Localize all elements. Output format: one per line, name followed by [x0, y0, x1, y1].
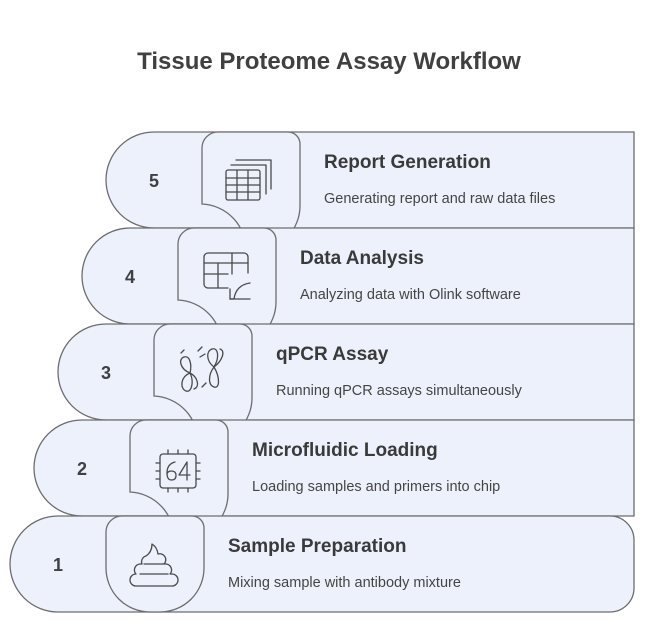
step-2-description: Loading samples and primers into chip [252, 479, 500, 495]
step-2-number: 2 [77, 459, 87, 479]
step-2: 2 Microfluidic Loading Loading samples a… [33, 419, 635, 539]
step-4-description: Analyzing data with Olink software [300, 287, 521, 303]
step-2-title: Microfluidic Loading [252, 440, 438, 461]
step-2-pill [33, 419, 635, 517]
step-1-title: Sample Preparation [228, 536, 406, 557]
step-1-description: Mixing sample with antibody mixture [228, 575, 461, 591]
step-1-pill [9, 515, 635, 613]
step-3: 3 qPCR Assay Running qPCR assays simulta… [57, 323, 635, 443]
sample-icon [129, 543, 179, 587]
step-3-number: 3 [101, 363, 111, 383]
report-files-icon [225, 159, 272, 201]
step-5-number: 5 [149, 171, 159, 191]
step-5-description: Generating report and raw data files [324, 191, 555, 207]
step-3-pill [57, 323, 635, 421]
step-1-number: 1 [53, 555, 63, 575]
step-3-description: Running qPCR assays simultaneously [276, 383, 523, 399]
step-5: 5 Report Generation Generating report an… [105, 131, 635, 251]
step-5-pill [105, 131, 635, 229]
step-4-number: 4 [125, 267, 135, 287]
step-4-pill [81, 227, 635, 325]
step-1: 1 Sample Preparation Mixing sample with … [9, 515, 635, 613]
step-3-title: qPCR Assay [276, 344, 389, 365]
step-4-title: Data Analysis [300, 248, 424, 269]
chip-64-icon [155, 449, 201, 493]
propeller-icon [179, 346, 224, 392]
step-5-title: Report Generation [324, 152, 491, 173]
analytics-table-icon [203, 252, 251, 300]
diagram-title: Tissue Proteome Assay Workflow [137, 48, 521, 75]
